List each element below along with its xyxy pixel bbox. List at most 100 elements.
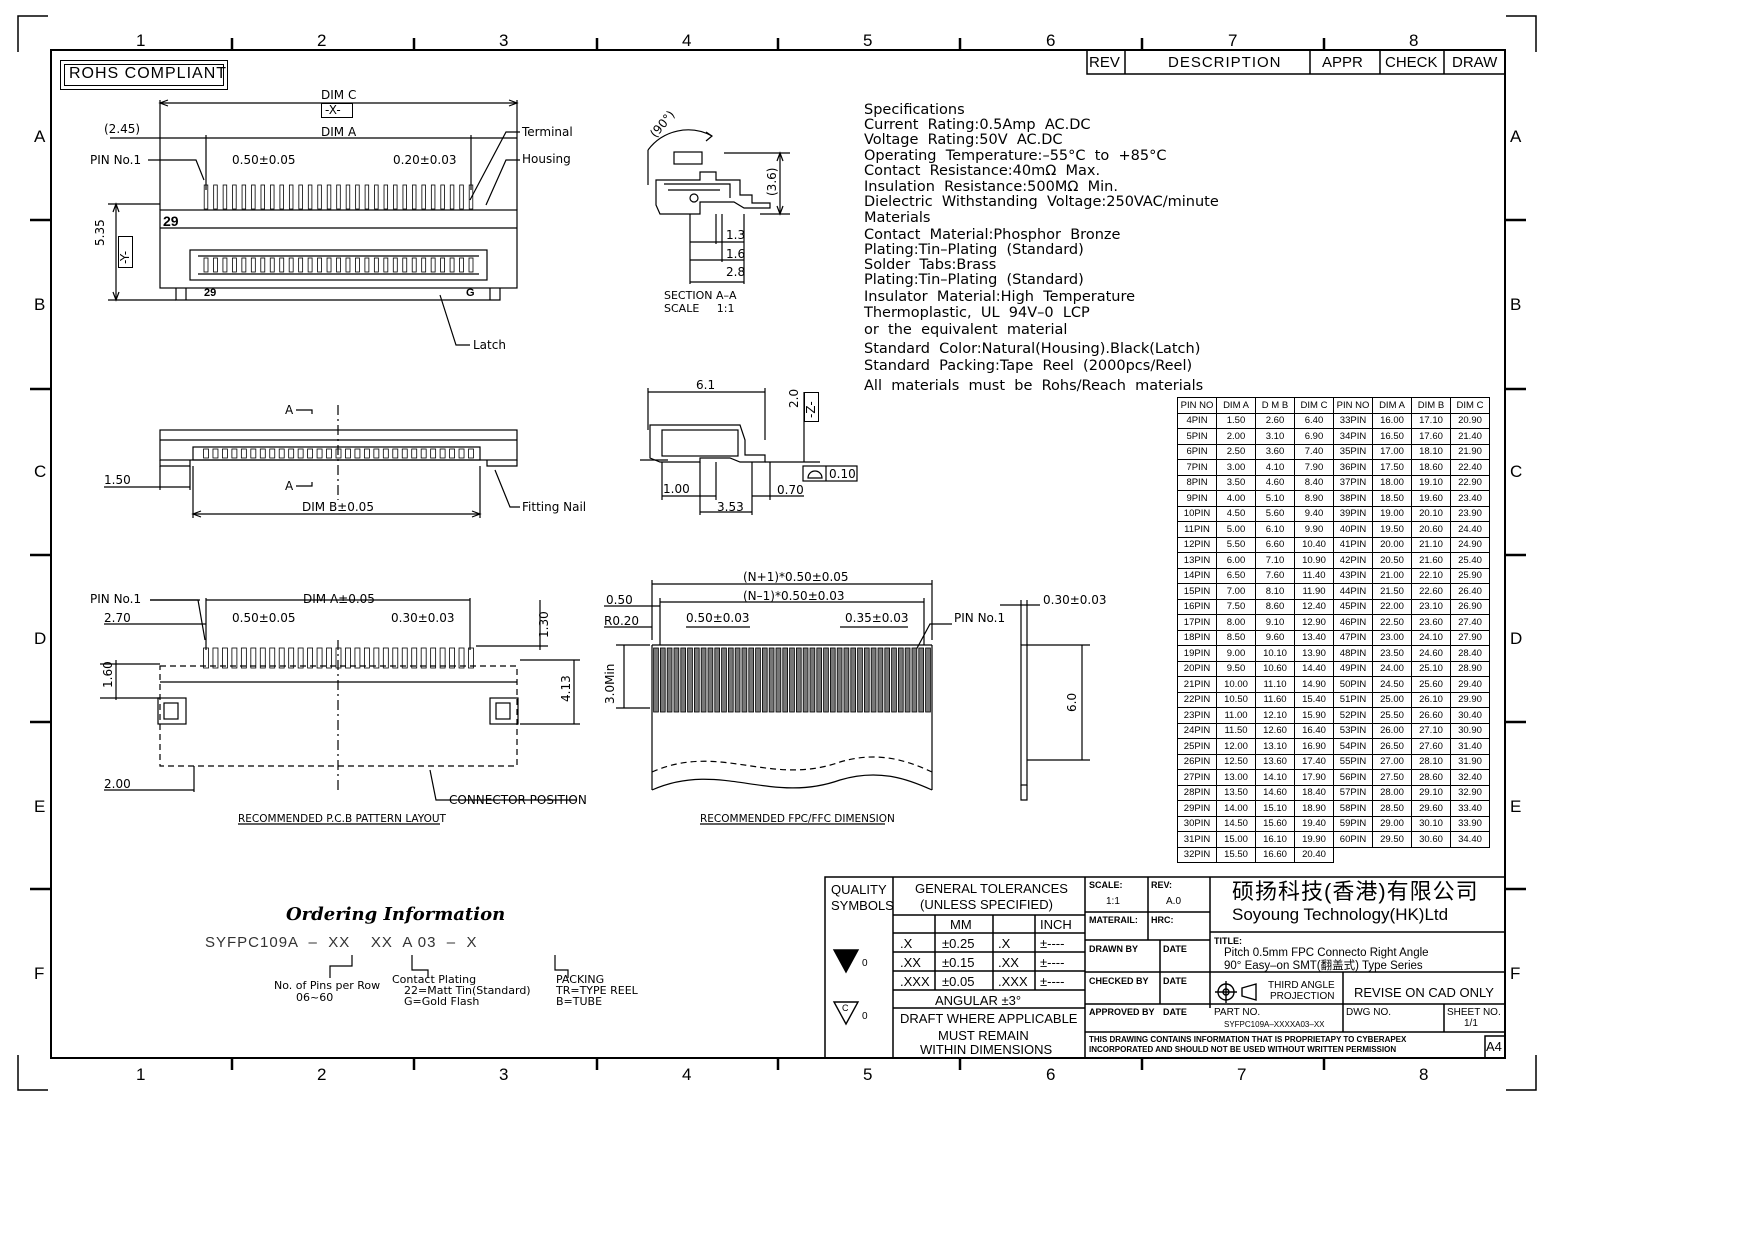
pin-table-header-cell: PIN NO xyxy=(1177,397,1217,414)
fpc-r-0-20-label: R0.20 xyxy=(604,614,640,628)
scale-value: 1:1 xyxy=(1106,896,1120,907)
section-marker-a-top: A xyxy=(285,403,294,417)
pin-29-marker-bottom: 29 xyxy=(204,287,217,299)
pin-table-cell: 7PIN xyxy=(1177,459,1217,476)
pcb-pad xyxy=(449,647,455,669)
top-pin xyxy=(298,184,303,210)
spec-line: Contact Resistance:40mΩ Max. xyxy=(864,163,1101,179)
top-pin xyxy=(213,184,218,210)
latch-pin xyxy=(307,257,313,273)
fpc-finger xyxy=(714,647,720,713)
latch-pin xyxy=(345,257,351,273)
fpc-finger xyxy=(748,647,754,713)
hrc-label: HRC: xyxy=(1151,915,1174,925)
fpc-min-label: 3.0Min xyxy=(603,663,617,704)
pcb-pad xyxy=(382,647,389,669)
pin-table-cell: 14PIN xyxy=(1177,567,1217,584)
pin-table-cell: 40PIN xyxy=(1333,521,1373,538)
pin-table-cell: 18.10 xyxy=(1411,443,1451,460)
pin-table-header-cell: DIM A xyxy=(1372,397,1412,414)
pin-table-cell: 17.00 xyxy=(1372,443,1412,460)
fpc-finger xyxy=(843,647,850,713)
pin-table-cell: 29.00 xyxy=(1372,815,1412,832)
top-pin xyxy=(307,184,313,210)
quality-symbol-marks xyxy=(832,949,1257,1026)
latch-pin xyxy=(364,257,370,273)
fpc-n-plus-label: (N+1)*0.50±0.05 xyxy=(743,570,849,584)
pin-table-cell: 16.40 xyxy=(1294,722,1334,739)
front-pin xyxy=(420,448,427,459)
drawn-date-label: DATE xyxy=(1163,944,1187,954)
latch-label: Latch xyxy=(473,338,506,352)
pcb-pad xyxy=(212,647,219,669)
pin-table-cell: 6.10 xyxy=(1255,521,1295,538)
pin-table-cell: 4.00 xyxy=(1216,490,1256,507)
pcb-pad xyxy=(231,647,238,669)
pin-table-cell: 24.60 xyxy=(1411,645,1451,662)
dim-1-00-label: 1.00 xyxy=(663,482,690,496)
quality-symbol-0-a: 0 xyxy=(862,958,868,969)
zone-col-bottom-3: 3 xyxy=(499,1065,509,1084)
tolerance-cell: .XX xyxy=(998,955,1019,970)
pin-table-cell: 26PIN xyxy=(1177,753,1217,770)
corner-mark-br xyxy=(1506,1055,1537,1091)
pin-table-cell: 28.10 xyxy=(1411,753,1451,770)
pin-table-cell: 11.40 xyxy=(1294,567,1334,584)
pin-table-cell: 11.10 xyxy=(1255,676,1295,693)
pin-table-cell: 21.50 xyxy=(1372,583,1412,600)
latch-pin xyxy=(288,257,294,273)
pin-table-cell: 58PIN xyxy=(1333,800,1373,817)
pin-table-cell: 20.40 xyxy=(1294,846,1334,863)
packing-b: B=TUBE xyxy=(556,995,603,1008)
pin-table-cell: 4PIN xyxy=(1177,412,1217,429)
pin-table-cell: 45PIN xyxy=(1333,598,1373,615)
part-no-value: SYFPC109A–XXXXA03–XX xyxy=(1224,1020,1325,1029)
tolerance-cell: ±---- xyxy=(1040,955,1065,970)
zone-row-right-F: F xyxy=(1510,964,1521,983)
part-no-label: PART NO. xyxy=(1214,1007,1261,1018)
fpc-finger xyxy=(864,647,870,713)
tolerance-cell: .XXX xyxy=(900,974,930,989)
pin-table-header-cell: DIM C xyxy=(1294,397,1334,414)
tolerance-cell: ±0.15 xyxy=(942,955,975,970)
pin-table-cell: 20.60 xyxy=(1411,521,1451,538)
dim-0-70-label: 0.70 xyxy=(777,483,804,497)
dwg-no-label: DWG NO. xyxy=(1346,1007,1391,1018)
pcb-dim-2-00-label: 2.00 xyxy=(104,777,131,791)
pin-table-cell: 15.00 xyxy=(1216,831,1256,848)
pin-table-cell: 30.10 xyxy=(1411,815,1451,832)
pin-table-cell: 29.50 xyxy=(1372,831,1412,848)
pcb-pad xyxy=(288,647,295,669)
pin-table-cell: 9PIN xyxy=(1177,490,1217,507)
plating-label: Contact Plating xyxy=(392,973,477,986)
fpc-finger xyxy=(870,647,877,713)
pin-table-cell: 15.10 xyxy=(1255,800,1295,817)
pin-table-cell: 15.60 xyxy=(1255,815,1295,832)
pin-table-cell: 33.40 xyxy=(1450,800,1490,817)
pin-table-cell: 5.50 xyxy=(1216,536,1256,553)
pin-table-cell: 17.10 xyxy=(1411,412,1451,429)
pin-table-cell: 24PIN xyxy=(1177,722,1217,739)
latch-pin xyxy=(203,257,209,273)
pin-table-cell: 46PIN xyxy=(1333,614,1373,631)
top-pin xyxy=(203,184,209,210)
pin-table-cell: 13.00 xyxy=(1216,769,1256,786)
front-pin xyxy=(458,448,465,459)
pin-table-cell: 17.60 xyxy=(1411,428,1451,445)
section-title: SECTION A–A xyxy=(664,289,737,302)
zone-col-top-1: 1 xyxy=(136,31,146,50)
pin-table-cell: 59PIN xyxy=(1333,815,1373,832)
pin-table-cell: 25.60 xyxy=(1411,676,1451,693)
latch-pin xyxy=(231,257,237,273)
pin-table-cell: 12.10 xyxy=(1255,707,1295,724)
pin-table-cell: 22PIN xyxy=(1177,691,1217,708)
pcb-pads xyxy=(203,647,474,669)
connector-position-label: CONNECTOR POSITION xyxy=(449,793,587,807)
pin-table-cell: 22.90 xyxy=(1450,474,1490,491)
terminal-label: Terminal xyxy=(522,125,573,139)
